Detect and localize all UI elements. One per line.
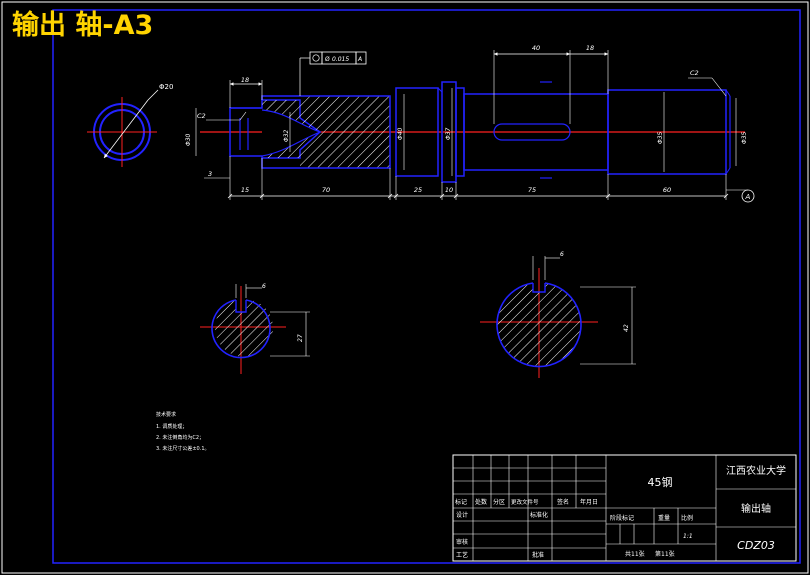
end-view-diameter-label: Φ20 — [159, 83, 173, 91]
section-view-1: 6 27 — [200, 283, 310, 374]
svg-text:标记: 标记 — [455, 498, 467, 506]
svg-text:审核: 审核 — [456, 538, 468, 546]
material-label: 45钢 — [648, 476, 673, 489]
svg-text:6: 6 — [262, 283, 266, 290]
svg-text:签名: 签名 — [557, 498, 569, 506]
svg-text:批准: 批准 — [532, 551, 544, 559]
svg-text:更改文件号: 更改文件号 — [511, 498, 539, 506]
svg-text:Φ37: Φ37 — [445, 127, 452, 140]
svg-text:分区: 分区 — [493, 498, 505, 506]
svg-text:共11张: 共11张 — [625, 550, 645, 558]
drawing-number-label: CDZ03 — [737, 539, 775, 552]
svg-text:Ø: Ø — [325, 56, 330, 63]
svg-text:技术要求: 技术要求 — [156, 411, 176, 418]
svg-text:Φ32: Φ32 — [283, 129, 290, 142]
chamfer-left-label: C2 — [197, 112, 206, 120]
inner-frame — [52, 9, 801, 564]
dim-key-length: 40 — [532, 44, 540, 52]
svg-text:2. 未注倒角均为C2；: 2. 未注倒角均为C2； — [156, 434, 204, 441]
tolerance-frame: Ø 0.015 A — [299, 51, 367, 96]
svg-text:Φ35: Φ35 — [741, 131, 748, 144]
dim-spline-length: 18 — [241, 76, 249, 84]
svg-text:3. 未注尺寸公差±0.1。: 3. 未注尺寸公差±0.1。 — [156, 445, 210, 452]
svg-text:27: 27 — [297, 334, 304, 342]
svg-text:Φ35: Φ35 — [657, 131, 664, 144]
page-title: 输出 轴-A3 — [12, 10, 154, 41]
dim-key-offset: 18 — [586, 44, 594, 52]
dim-60: 60 — [663, 186, 671, 194]
svg-text:设计: 设计 — [456, 511, 468, 519]
svg-text:标准化: 标准化 — [530, 511, 548, 519]
svg-text:A: A — [357, 56, 362, 63]
svg-text:Φ30: Φ30 — [185, 133, 192, 146]
part-name-label: 输出轴 — [741, 502, 771, 515]
shaft-main-view: 15 70 25 10 75 60 40 18 18 3 Ø 0.015 — [185, 44, 755, 203]
technical-notes: 技术要求 1. 调质处理； 2. 未注倒角均为C2； 3. 未注尺寸公差±0.1… — [156, 411, 210, 452]
svg-text:1. 调质处理；: 1. 调质处理； — [156, 423, 187, 430]
svg-text:处数: 处数 — [475, 498, 487, 506]
svg-text:1:1: 1:1 — [683, 533, 693, 540]
dim-15: 15 — [241, 186, 249, 194]
title-block: 45钢 江西农业大学 输出轴 CDZ03 标记 处数 分区 更改文件号 签名 年… — [452, 454, 797, 562]
dim-3: 3 — [208, 170, 212, 178]
svg-text:42: 42 — [623, 324, 630, 332]
dim-75: 75 — [528, 186, 536, 194]
svg-text:第11张: 第11张 — [655, 550, 675, 558]
section-view-2: 6 42 — [480, 251, 636, 378]
svg-text:6: 6 — [560, 251, 564, 258]
svg-text:A: A — [745, 193, 751, 201]
university-label: 江西农业大学 — [726, 464, 786, 477]
svg-text:重量: 重量 — [658, 514, 670, 522]
dim-10: 10 — [445, 186, 453, 194]
end-view: Φ20 — [87, 83, 173, 167]
svg-text:工艺: 工艺 — [456, 551, 468, 559]
chamfer-right-label: C2 — [690, 69, 699, 77]
svg-text:Φ40: Φ40 — [397, 127, 404, 140]
svg-text:阶段标记: 阶段标记 — [610, 514, 634, 522]
dim-70: 70 — [322, 186, 330, 194]
svg-text:0.015: 0.015 — [332, 56, 349, 63]
dim-25: 25 — [414, 186, 422, 194]
svg-text:年月日: 年月日 — [580, 498, 598, 506]
svg-text:比例: 比例 — [681, 514, 693, 522]
datum-marker — [741, 189, 755, 203]
